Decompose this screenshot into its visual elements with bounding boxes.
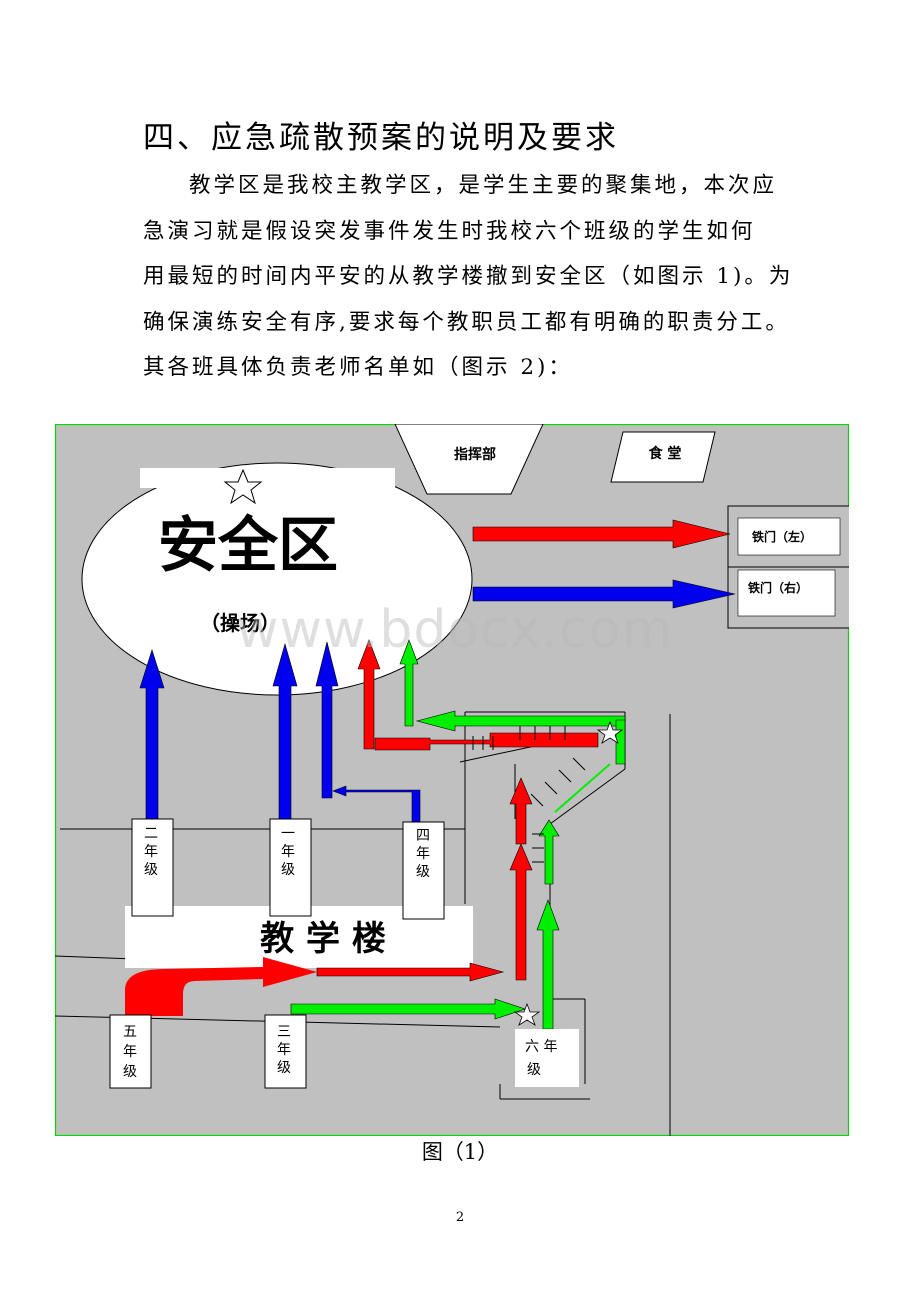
grade-3-box: 三 年 级 [264,1014,307,1089]
grade-4-char: 年 [416,846,430,862]
building-label: 教 学 楼 [260,919,386,959]
grade-4-char: 四 [416,828,430,844]
paragraph-line: 急演习就是假设突发事件发生时我校六个班级的学生如何 [143,218,756,244]
safe-zone-title: 安全区 [158,511,338,581]
safe-zone-ellipse [81,462,473,696]
command-post-label: 指挥部 [454,446,496,463]
command-post-shape [394,424,544,495]
route-grade-2 [139,649,165,820]
gate-right-box [737,569,836,617]
grade-1-char: 一 [281,826,295,842]
star-icon [596,720,624,744]
section-heading: 四、应急疏散预案的说明及要求 [143,120,619,156]
safe-zone-subtitle: （操场） [200,611,280,635]
grade-5-char: 级 [123,1064,137,1080]
evacuation-map: 指挥部 食 堂 铁门（左） 铁门（右） 安全区 （操场） [55,424,849,1136]
gate-left-label: 铁门（左） [752,529,812,544]
grade-4-char: 级 [416,864,430,880]
grade-3-char: 年 [277,1042,291,1058]
route-grade-6-green [536,819,560,1030]
route-grade-5 [125,777,533,1016]
route-grade-6-red-upper [357,639,599,751]
paragraph-line: 教学区是我校主教学区，是学生主要的聚集地，本次应 [189,173,778,198]
gate-left-box [737,517,841,556]
route-grade-4 [315,641,421,827]
grade-1-char: 级 [281,862,295,878]
grade-2-char: 年 [144,844,158,860]
grade-4-box: 四 年 级 [402,821,445,920]
grade-2-char: 级 [144,862,158,878]
route-grade-1 [272,642,298,820]
route-to-gate-right [472,579,736,609]
star-icon [223,468,263,505]
route-to-gate-left [472,519,731,549]
route-grade-6-green-upper [399,639,626,813]
paragraph-line: 其各班具体负责老师名单如（图示 2)： [143,355,573,380]
grade-5-box: 五 年 级 [109,1014,152,1089]
grade-6-char: 六 年 [525,1039,557,1055]
grade-1-box: 一 年 级 [269,818,312,917]
paragraph-line: 确保演练安全有序,要求每个教职员工都有明确的职责分工。 [143,309,790,335]
grade-2-char: 二 [144,826,158,842]
page-number: 2 [455,1210,465,1225]
canteen-label: 食 堂 [649,445,682,462]
grade-3-char: 级 [277,1060,291,1076]
grade-3-char: 三 [277,1024,291,1040]
canteen-shape [610,431,716,483]
paragraph-line: 用最短的时间内平安的从教学楼撤到安全区（如图示 1)。为 [143,264,794,289]
grade-1-char: 年 [281,844,295,860]
grade-6-box: 六 年 级 [515,1029,579,1087]
body-paragraph: 教学区是我校主教学区，是学生主要的聚集地，本次应 急演习就是假设突发事件发生时我… [143,163,803,391]
grade-6-char: 级 [527,1062,541,1078]
figure-caption: 图（1） [421,1140,499,1164]
grade-2-box: 二 年 级 [131,818,174,917]
star-icon [513,1002,541,1026]
grade-5-char: 年 [123,1044,137,1060]
gate-right-label: 铁门（右） [748,580,808,595]
grade-5-char: 五 [123,1024,137,1040]
route-grade-3 [290,998,526,1020]
